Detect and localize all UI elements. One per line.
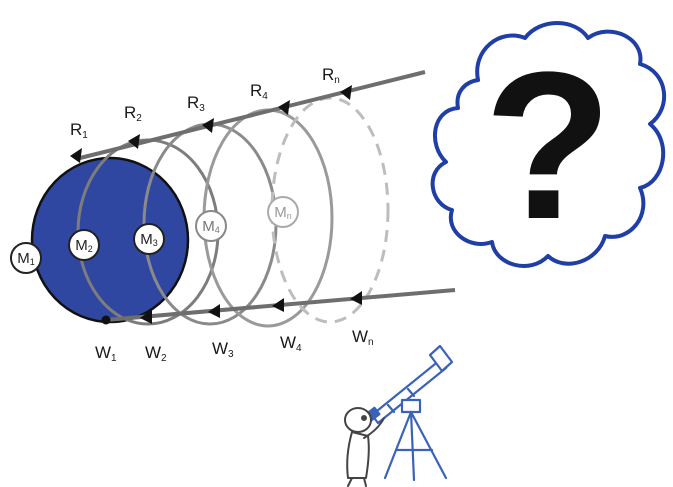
arrowhead-w4	[272, 298, 284, 312]
svg-text:M4: M4	[202, 218, 220, 235]
arrowhead-w2	[140, 310, 152, 324]
arrowhead-wn	[350, 291, 362, 305]
r-label-1: R1	[70, 120, 88, 141]
w1-point	[101, 315, 111, 325]
m-badge-3: M3	[133, 223, 165, 255]
m-badge-4: M4	[195, 210, 227, 242]
arrowhead-r4	[278, 100, 290, 115]
arrowhead-r2	[128, 134, 140, 149]
upper-arrowheads	[70, 85, 352, 163]
tripod-leg-center	[409, 410, 416, 482]
m-badge-n: Mn	[267, 196, 299, 228]
w-label-4: W4	[280, 333, 302, 354]
svg-text:M3: M3	[140, 231, 158, 248]
svg-text:M2: M2	[75, 237, 93, 254]
ellipse-n-dashed	[270, 96, 390, 324]
svg-text:M1: M1	[17, 250, 35, 267]
tripod-leg-left	[383, 410, 413, 480]
w-label-n: Wn	[352, 327, 374, 348]
r-label-n: Rn	[322, 65, 340, 86]
observer-figure	[344, 407, 385, 487]
arrowhead-w3	[208, 304, 220, 318]
svg-text:Mn: Mn	[274, 204, 292, 221]
r-labels: R1 R2 R3 R4 Rn	[70, 65, 340, 141]
thought-cloud	[430, 21, 667, 268]
m-badge-1: M1	[10, 242, 42, 274]
observer-arm	[363, 417, 385, 439]
arrowhead-r1	[70, 148, 82, 163]
w-label-1: W1	[95, 343, 117, 364]
w-label-3: W3	[212, 339, 234, 360]
lower-arrowheads	[140, 291, 362, 324]
question-mark: ?	[484, 28, 612, 263]
observer-body	[346, 431, 370, 479]
telescope	[365, 344, 454, 482]
arrowhead-rn	[340, 85, 352, 100]
w-label-2: W2	[145, 343, 167, 364]
tripod-leg-right	[409, 410, 448, 480]
r-label-2: R2	[124, 103, 142, 124]
w-labels: W1 W2 W3 W4 Wn	[95, 327, 374, 364]
r-label-4: R4	[250, 81, 268, 102]
arrowhead-r3	[202, 118, 214, 133]
telescope-lens-cap	[428, 344, 454, 373]
m-badge-2: M2	[68, 229, 100, 261]
observer-head	[344, 407, 372, 433]
r-label-3: R3	[187, 93, 205, 114]
